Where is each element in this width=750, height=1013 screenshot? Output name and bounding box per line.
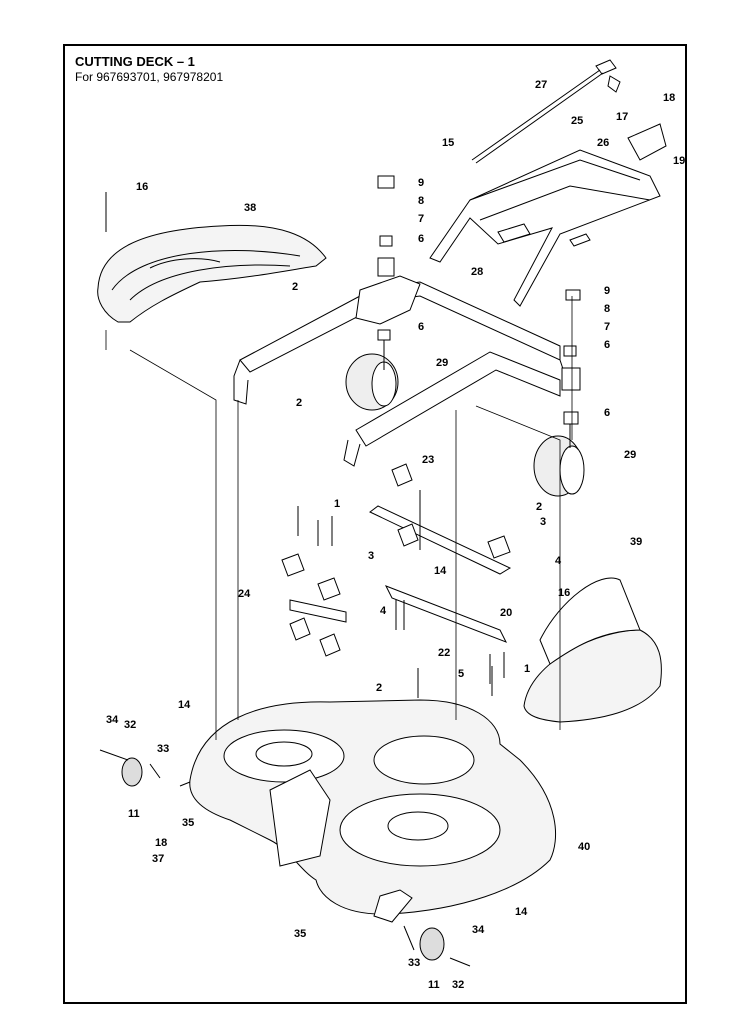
callout-6: 6 [604, 407, 610, 419]
callout-26: 26 [597, 137, 609, 149]
diagram-title: CUTTING DECK – 1 [75, 54, 195, 69]
callout-33: 33 [408, 957, 420, 969]
callout-24: 24 [238, 588, 251, 600]
bracket-22 [384, 585, 508, 643]
callout-3: 3 [540, 516, 546, 528]
callout-2: 2 [296, 397, 302, 409]
callout-34: 34 [106, 714, 119, 726]
callout-3: 3 [368, 550, 374, 562]
callout-8: 8 [418, 195, 424, 207]
callout-2: 2 [536, 501, 542, 513]
callout-7: 7 [418, 213, 424, 225]
callout-9: 9 [418, 177, 424, 189]
callout-5: 5 [458, 668, 464, 680]
callout-32: 32 [124, 719, 136, 731]
callout-29: 29 [436, 357, 448, 369]
callout-2: 2 [376, 682, 382, 694]
callout-29: 29 [624, 449, 636, 461]
callout-28: 28 [471, 266, 483, 278]
callout-18: 18 [663, 92, 675, 104]
callout-7: 7 [604, 321, 610, 333]
pivot-arm-24 [289, 599, 347, 623]
callout-2: 2 [292, 281, 298, 293]
outer-border [63, 44, 687, 1004]
callout-17: 17 [616, 111, 628, 123]
callout-14: 14 [515, 906, 528, 918]
bracket-26 [627, 123, 667, 161]
callout-14: 14 [178, 699, 191, 711]
callout-18: 18 [155, 837, 167, 849]
callout-37: 37 [152, 853, 164, 865]
callout-11: 11 [128, 808, 140, 820]
gauge-wheel-right [419, 927, 445, 961]
callout-6: 6 [418, 233, 424, 245]
callout-39: 39 [630, 536, 642, 548]
callout-4: 4 [380, 605, 387, 617]
callout-11: 11 [428, 979, 440, 991]
callout-20: 20 [500, 607, 512, 619]
line-work [97, 59, 667, 967]
pivot-arm-23 [369, 490, 512, 575]
callout-4: 4 [555, 555, 562, 567]
gauge-wheel-left [121, 757, 143, 787]
rear-frame-25 [429, 149, 661, 307]
lift-rod [471, 69, 604, 164]
callout-25: 25 [571, 115, 583, 127]
callout-15: 15 [442, 137, 454, 149]
callout-34: 34 [472, 924, 485, 936]
diagram-subtitle: For 967693701, 967978201 [75, 70, 224, 84]
callout-6: 6 [604, 339, 610, 351]
callout-35: 35 [294, 928, 306, 940]
callout-22: 22 [438, 647, 450, 659]
callout-33: 33 [157, 743, 169, 755]
callout-16: 16 [136, 181, 148, 193]
callout-32: 32 [452, 979, 464, 991]
callout-1: 1 [524, 663, 530, 675]
callout-38: 38 [244, 202, 256, 214]
callout-8: 8 [604, 303, 610, 315]
callout-40: 40 [578, 841, 590, 853]
leader-lines [105, 296, 573, 740]
front-axle-lower [355, 351, 561, 447]
rod-end-fitting [595, 59, 621, 93]
deck-guard-38 [97, 224, 327, 323]
callout-6: 6 [418, 321, 424, 333]
callout-19: 19 [673, 155, 685, 167]
callout-1: 1 [334, 498, 340, 510]
callout-35: 35 [182, 817, 194, 829]
callout-16: 16 [558, 587, 570, 599]
callout-27: 27 [535, 79, 547, 91]
callout-23: 23 [422, 454, 434, 466]
callout-14: 14 [434, 565, 447, 577]
callout-9: 9 [604, 285, 610, 297]
